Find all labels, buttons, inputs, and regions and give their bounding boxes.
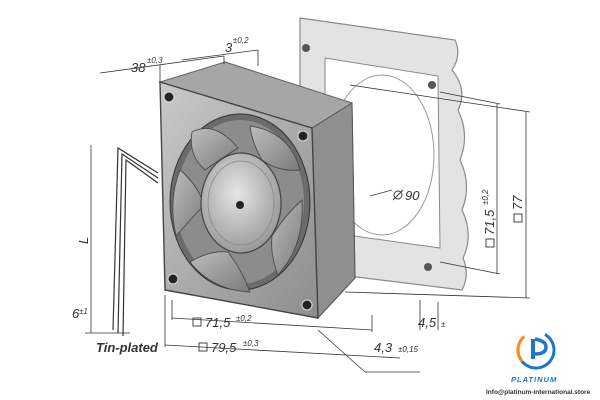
gasket-hole-tl [302,44,310,52]
svg-text:±0,2: ±0,2 [481,189,490,205]
dim-side-hole-spacing: 71,5 ±0,2 [481,189,497,248]
lead-wires [112,146,159,337]
dim-depth: 38 [131,60,146,75]
front-mounting-holes [163,91,313,311]
svg-text:±0,2: ±0,2 [236,314,252,323]
brand-website: Info@platinum-international.store [486,389,591,396]
dim-lead-length: L [76,237,91,244]
dim-frame-width: 79,5 ±0,3 [198,339,259,355]
gasket-hole-br [424,263,432,271]
dim-flange: 3 [225,40,233,55]
dimension-lines [85,49,531,373]
dim-hole-dia-tol: ±0,15 [398,345,419,354]
fan-hub [200,152,282,254]
fan-blades [172,125,303,293]
gasket-hole-tr [428,81,436,89]
dimension-labels: 38 ±0,3 3 ±0,2 71,5 ±0,2 79,5 ±0,3 90 71… [72,36,525,355]
dim-depth-tol: ±0,3 [147,56,163,65]
svg-text:±0,3: ±0,3 [243,339,259,348]
lead-label: Tin-plated [96,340,159,355]
svg-text:77: 77 [510,195,525,210]
dim-corner: 4,5 [418,315,437,330]
dim-strip-length-tol: ±1 [79,307,88,316]
dim-hole-spacing: 71,5 ±0,2 [192,314,252,330]
svg-text:90: 90 [405,188,420,203]
dim-strip-length: 6 [72,306,80,321]
dim-corner-tol: ± [441,320,446,329]
brand-name: PLATINUM [511,375,557,384]
dim-hole-dia: 4,3 [374,340,393,355]
platinum-logo-icon [516,330,556,370]
svg-text:71,5: 71,5 [205,315,231,330]
dim-side-frame: 77 [510,195,525,223]
svg-text:71,5: 71,5 [482,209,497,235]
dim-flange-tol: ±0,2 [233,36,249,45]
dim-diameter: 90 [392,188,420,203]
brand-logo: PLATINUM Info@platinum-international.sto… [486,330,591,396]
svg-text:79,5: 79,5 [211,340,237,355]
